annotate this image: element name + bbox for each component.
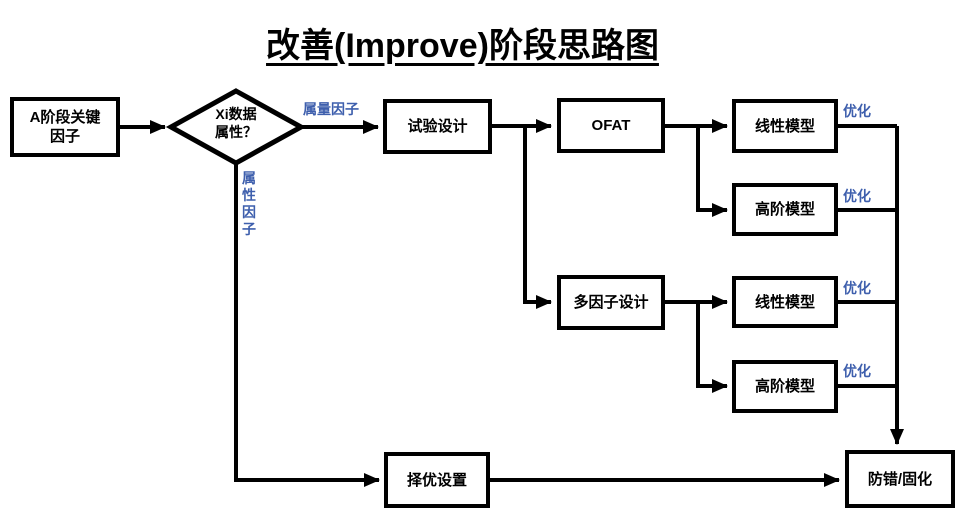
flow-node-doe: 试验设计 [383,99,492,154]
flow-node-higher-model-1: 高阶模型 [732,183,838,236]
flow-node-linear-model-1: 线性模型 [732,99,838,153]
edge-label-attribute-factor: 属性因子 [242,170,256,237]
flow-node-higher-model-2: 高阶模型 [732,360,838,413]
flow-node-mistake-proof: 防错/固化 [845,450,955,508]
edge-doe-to-multifactor [523,126,552,309]
edge-label-optimize-2: 优化 [843,188,871,204]
flow-node-linear-model-2: 线性模型 [732,276,838,328]
flow-node-start: A阶段关键 因子 [10,97,120,157]
edge-label-optimize-3: 优化 [843,280,871,296]
flow-node-ofat: OFAT [557,98,665,153]
edge-ofat-to-higher1 [696,126,728,217]
page-title: 改善(Improve)阶段思路图 [266,27,659,65]
decision-diamond [165,88,307,166]
decision-label: Xi数据 属性？ [215,106,257,140]
edge-label-optimize-1: 优化 [843,103,871,119]
edge-label-quantitative-factor: 属量因子 [303,101,359,117]
flow-node-optimal-setting: 择优设置 [384,452,490,508]
edge-decision-to-optimal [234,163,380,487]
edge-label-optimize-4: 优化 [843,363,871,379]
flow-node-multifactor: 多因子设计 [557,275,665,330]
edge-multifactor-to-higher2 [696,302,728,393]
